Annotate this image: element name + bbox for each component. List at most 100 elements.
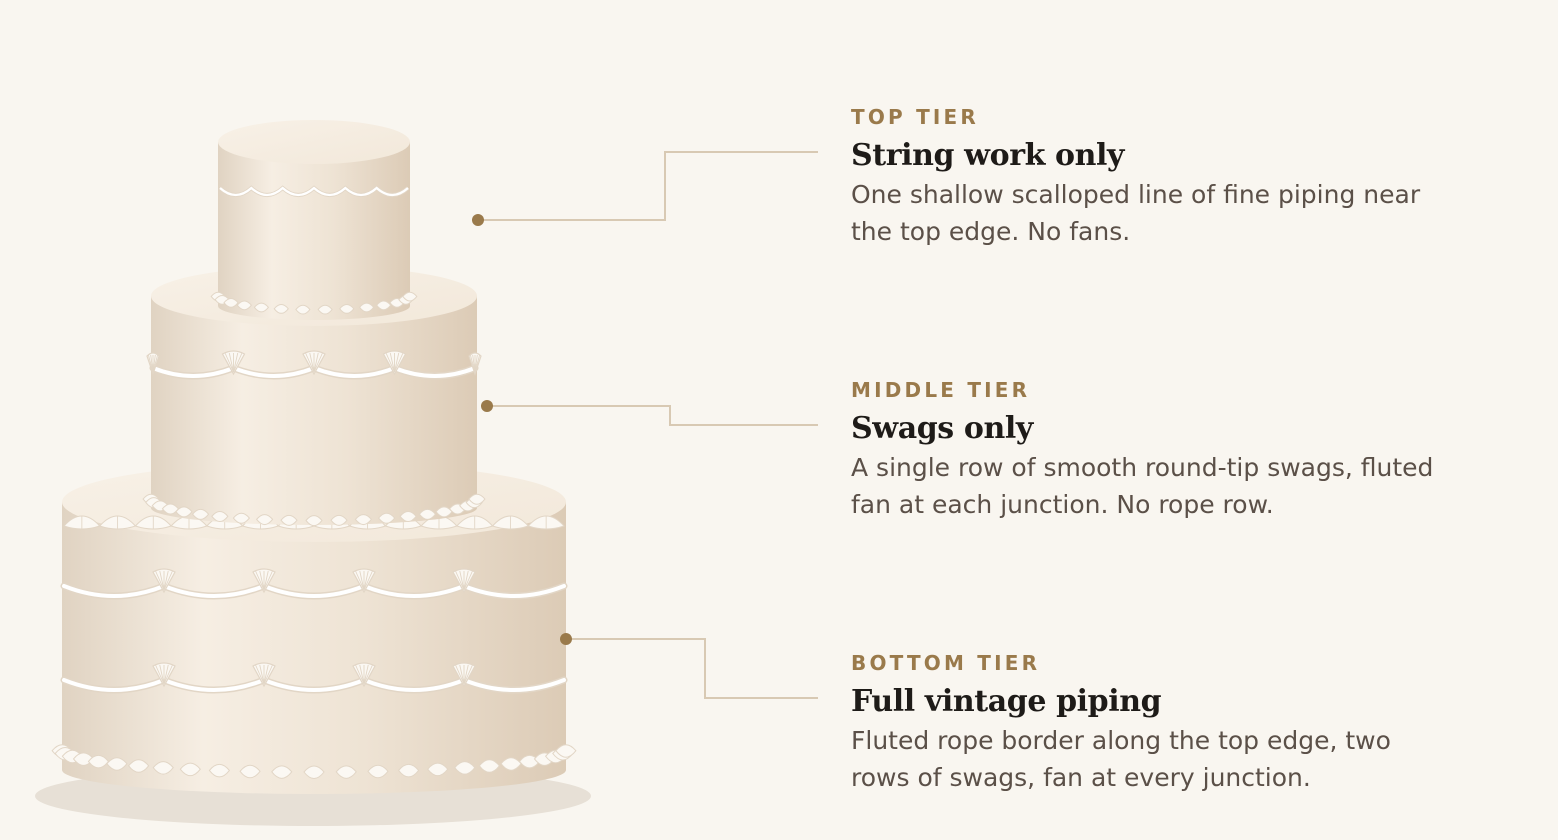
shell-bead bbox=[335, 765, 357, 779]
fan-flute bbox=[389, 352, 395, 373]
shell-bead bbox=[253, 302, 270, 313]
shell-bead bbox=[418, 508, 437, 520]
shell-bead bbox=[191, 508, 210, 520]
top-tier-headline: String work only bbox=[851, 138, 1125, 173]
leader-lines bbox=[472, 151, 818, 699]
bottom-tier-swag-row-2 bbox=[60, 662, 568, 694]
swag bbox=[231, 366, 316, 378]
top-tier-side bbox=[218, 142, 410, 306]
middle-tier-swag-row bbox=[146, 350, 482, 380]
fan-flute bbox=[394, 352, 404, 373]
fan-flute bbox=[359, 570, 365, 591]
annotation-bottom-tier: BOTTOM TIER Full vintage piping Fluted r… bbox=[851, 650, 1491, 796]
shell-bead bbox=[454, 761, 476, 775]
middle-tier-description: A single row of smooth round-tip swags, … bbox=[851, 453, 1434, 519]
top-tier-eyebrow: TOP TIER bbox=[851, 105, 980, 129]
fan-flute bbox=[163, 570, 173, 591]
fan-flute bbox=[385, 352, 395, 373]
swag bbox=[262, 584, 366, 598]
fan-flute bbox=[163, 664, 169, 685]
fan-flute bbox=[363, 664, 373, 685]
shell-bead bbox=[468, 493, 486, 505]
shell-bead bbox=[358, 302, 375, 313]
top-tier bbox=[210, 120, 418, 320]
shell-bead bbox=[330, 514, 348, 526]
fan-flute bbox=[455, 570, 465, 591]
fan-flute bbox=[233, 352, 239, 373]
shell-bead bbox=[399, 511, 417, 523]
fan-flute bbox=[263, 664, 273, 685]
shell-bead bbox=[179, 762, 201, 777]
shell-bead bbox=[232, 512, 251, 524]
swag bbox=[462, 678, 566, 692]
swag bbox=[392, 366, 477, 378]
fan-flute bbox=[363, 570, 373, 591]
swag bbox=[62, 584, 166, 598]
shell-bead bbox=[280, 514, 298, 526]
shell-bead bbox=[271, 765, 293, 779]
shell-bead bbox=[376, 300, 392, 311]
swag bbox=[362, 584, 466, 598]
annotation-middle-tier: MIDDLE TIER Swags only A single row of s… bbox=[851, 377, 1491, 523]
shell-bead bbox=[127, 759, 150, 773]
fan-flute bbox=[463, 570, 469, 591]
shell-bead bbox=[367, 764, 389, 779]
fan-flute bbox=[263, 570, 269, 591]
fan-flute bbox=[313, 352, 319, 373]
shell-bead bbox=[427, 762, 449, 777]
fan-flute bbox=[155, 664, 165, 685]
shell-bead bbox=[317, 304, 333, 315]
shell-bead bbox=[236, 300, 252, 311]
fan-flute bbox=[363, 664, 369, 685]
middle-tier-shell-border bbox=[142, 493, 486, 527]
top-tier-string-work bbox=[218, 185, 410, 197]
swag bbox=[62, 678, 166, 692]
swag bbox=[312, 366, 397, 378]
leader-dot-top bbox=[472, 214, 484, 226]
shell-bead bbox=[354, 514, 373, 526]
middle-tier-side bbox=[151, 296, 477, 508]
fan-flute bbox=[263, 570, 273, 591]
fan-flute bbox=[163, 570, 169, 591]
shell-bead bbox=[305, 515, 323, 527]
fan-flute bbox=[463, 664, 469, 685]
fan-flute bbox=[459, 570, 465, 591]
fan-flute bbox=[305, 352, 315, 373]
fan-flute bbox=[313, 352, 323, 373]
swag bbox=[462, 584, 566, 598]
shell-bead bbox=[152, 761, 174, 775]
shell-bead bbox=[239, 764, 261, 779]
bottom-tier-shell-border bbox=[51, 744, 577, 779]
fan-flute bbox=[152, 354, 159, 373]
fan-flute bbox=[309, 352, 315, 373]
bottom-tier-side bbox=[62, 502, 566, 770]
fan-flute bbox=[255, 570, 265, 591]
shell-bead bbox=[273, 304, 289, 314]
middle-tier-base-curve bbox=[151, 491, 477, 525]
shell-bead bbox=[255, 514, 274, 526]
top-tier-top bbox=[218, 120, 410, 164]
fan-flute bbox=[463, 664, 473, 685]
leader-line-middle bbox=[487, 405, 818, 426]
shell-bead bbox=[295, 304, 311, 315]
shell-bead bbox=[397, 763, 420, 778]
fan-flute bbox=[355, 570, 365, 591]
shell-bead bbox=[175, 506, 193, 518]
fan-flute bbox=[263, 664, 269, 685]
annotation-top-tier: TOP TIER String work only One shallow sc… bbox=[851, 104, 1491, 250]
bottom-tier-description: Fluted rope border along the top edge, t… bbox=[851, 726, 1391, 792]
middle-tier bbox=[142, 266, 486, 527]
fan-flute bbox=[455, 664, 465, 685]
leader-line-bottom bbox=[566, 638, 818, 699]
fan-flute bbox=[159, 664, 165, 685]
fan-flute bbox=[255, 664, 265, 685]
shell-bead bbox=[339, 304, 355, 314]
fan-flute bbox=[363, 570, 369, 591]
fan-flute bbox=[228, 352, 234, 373]
fan-flute bbox=[359, 664, 365, 685]
bottom-tier bbox=[51, 462, 577, 794]
top-tier-description: One shallow scalloped line of fine pipin… bbox=[851, 180, 1421, 246]
fan-flute bbox=[155, 570, 165, 591]
